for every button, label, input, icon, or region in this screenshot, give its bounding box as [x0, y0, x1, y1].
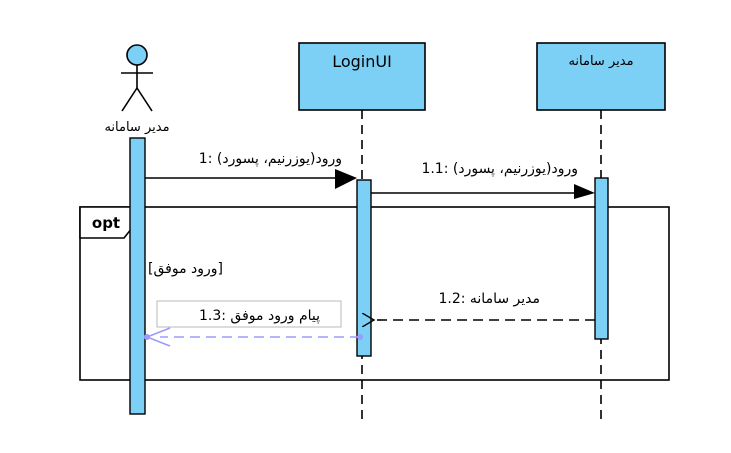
message-1-3: 1.3: پیام ورود موفق [144, 300, 363, 347]
fragment-guard: [ورود موفق] [148, 261, 223, 277]
loginui-activation-bar [356, 179, 372, 357]
message-1-3-label: 1.3: پیام ورود موفق [199, 308, 320, 324]
fragment-operator: opt [92, 214, 120, 232]
message-1: 1: ورود(یوزرنیم، پسورد) [145, 145, 357, 189]
opt-fragment: opt [ورود موفق] [79, 206, 670, 381]
admin-title: مدیر سامانه [568, 54, 633, 69]
loginui-box: LoginUI [298, 42, 426, 111]
loginui-title: LoginUI [332, 52, 392, 71]
message-1-1: 1.1: ورود(یوزرنیم، پسورد) [371, 161, 595, 199]
message-1-1-label: 1.1: ورود(یوزرنیم، پسورد) [421, 161, 578, 177]
actor-activation-bar [129, 137, 146, 415]
message-1-label: 1: ورود(یوزرنیم، پسورد) [199, 151, 342, 167]
admin-activation-bar [594, 177, 609, 340]
admin-box: مدیر سامانه [536, 42, 666, 111]
actor-figure [121, 44, 153, 112]
actor-label: مدیر سامانه [104, 120, 169, 135]
message-1-2: 1.2: مدیر سامانه [374, 291, 595, 320]
message-1-2-label: 1.2: مدیر سامانه [438, 291, 540, 307]
